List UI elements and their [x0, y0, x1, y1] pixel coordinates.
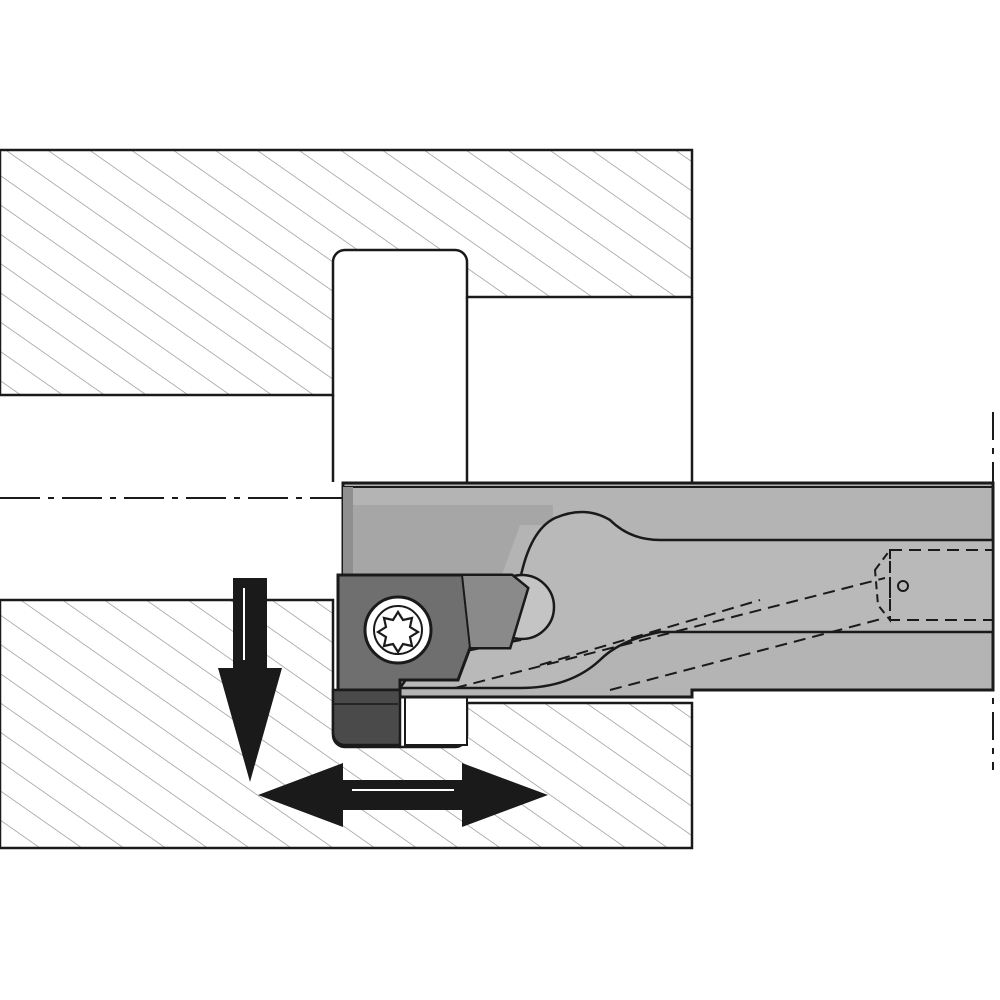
groove-lower: [404, 689, 468, 746]
workpiece-upper-section: [0, 148, 694, 482]
torx-screw-icon: [363, 595, 433, 665]
arrow-down-icon: [218, 578, 282, 782]
double-arrow-horizontal-icon: [258, 763, 548, 827]
